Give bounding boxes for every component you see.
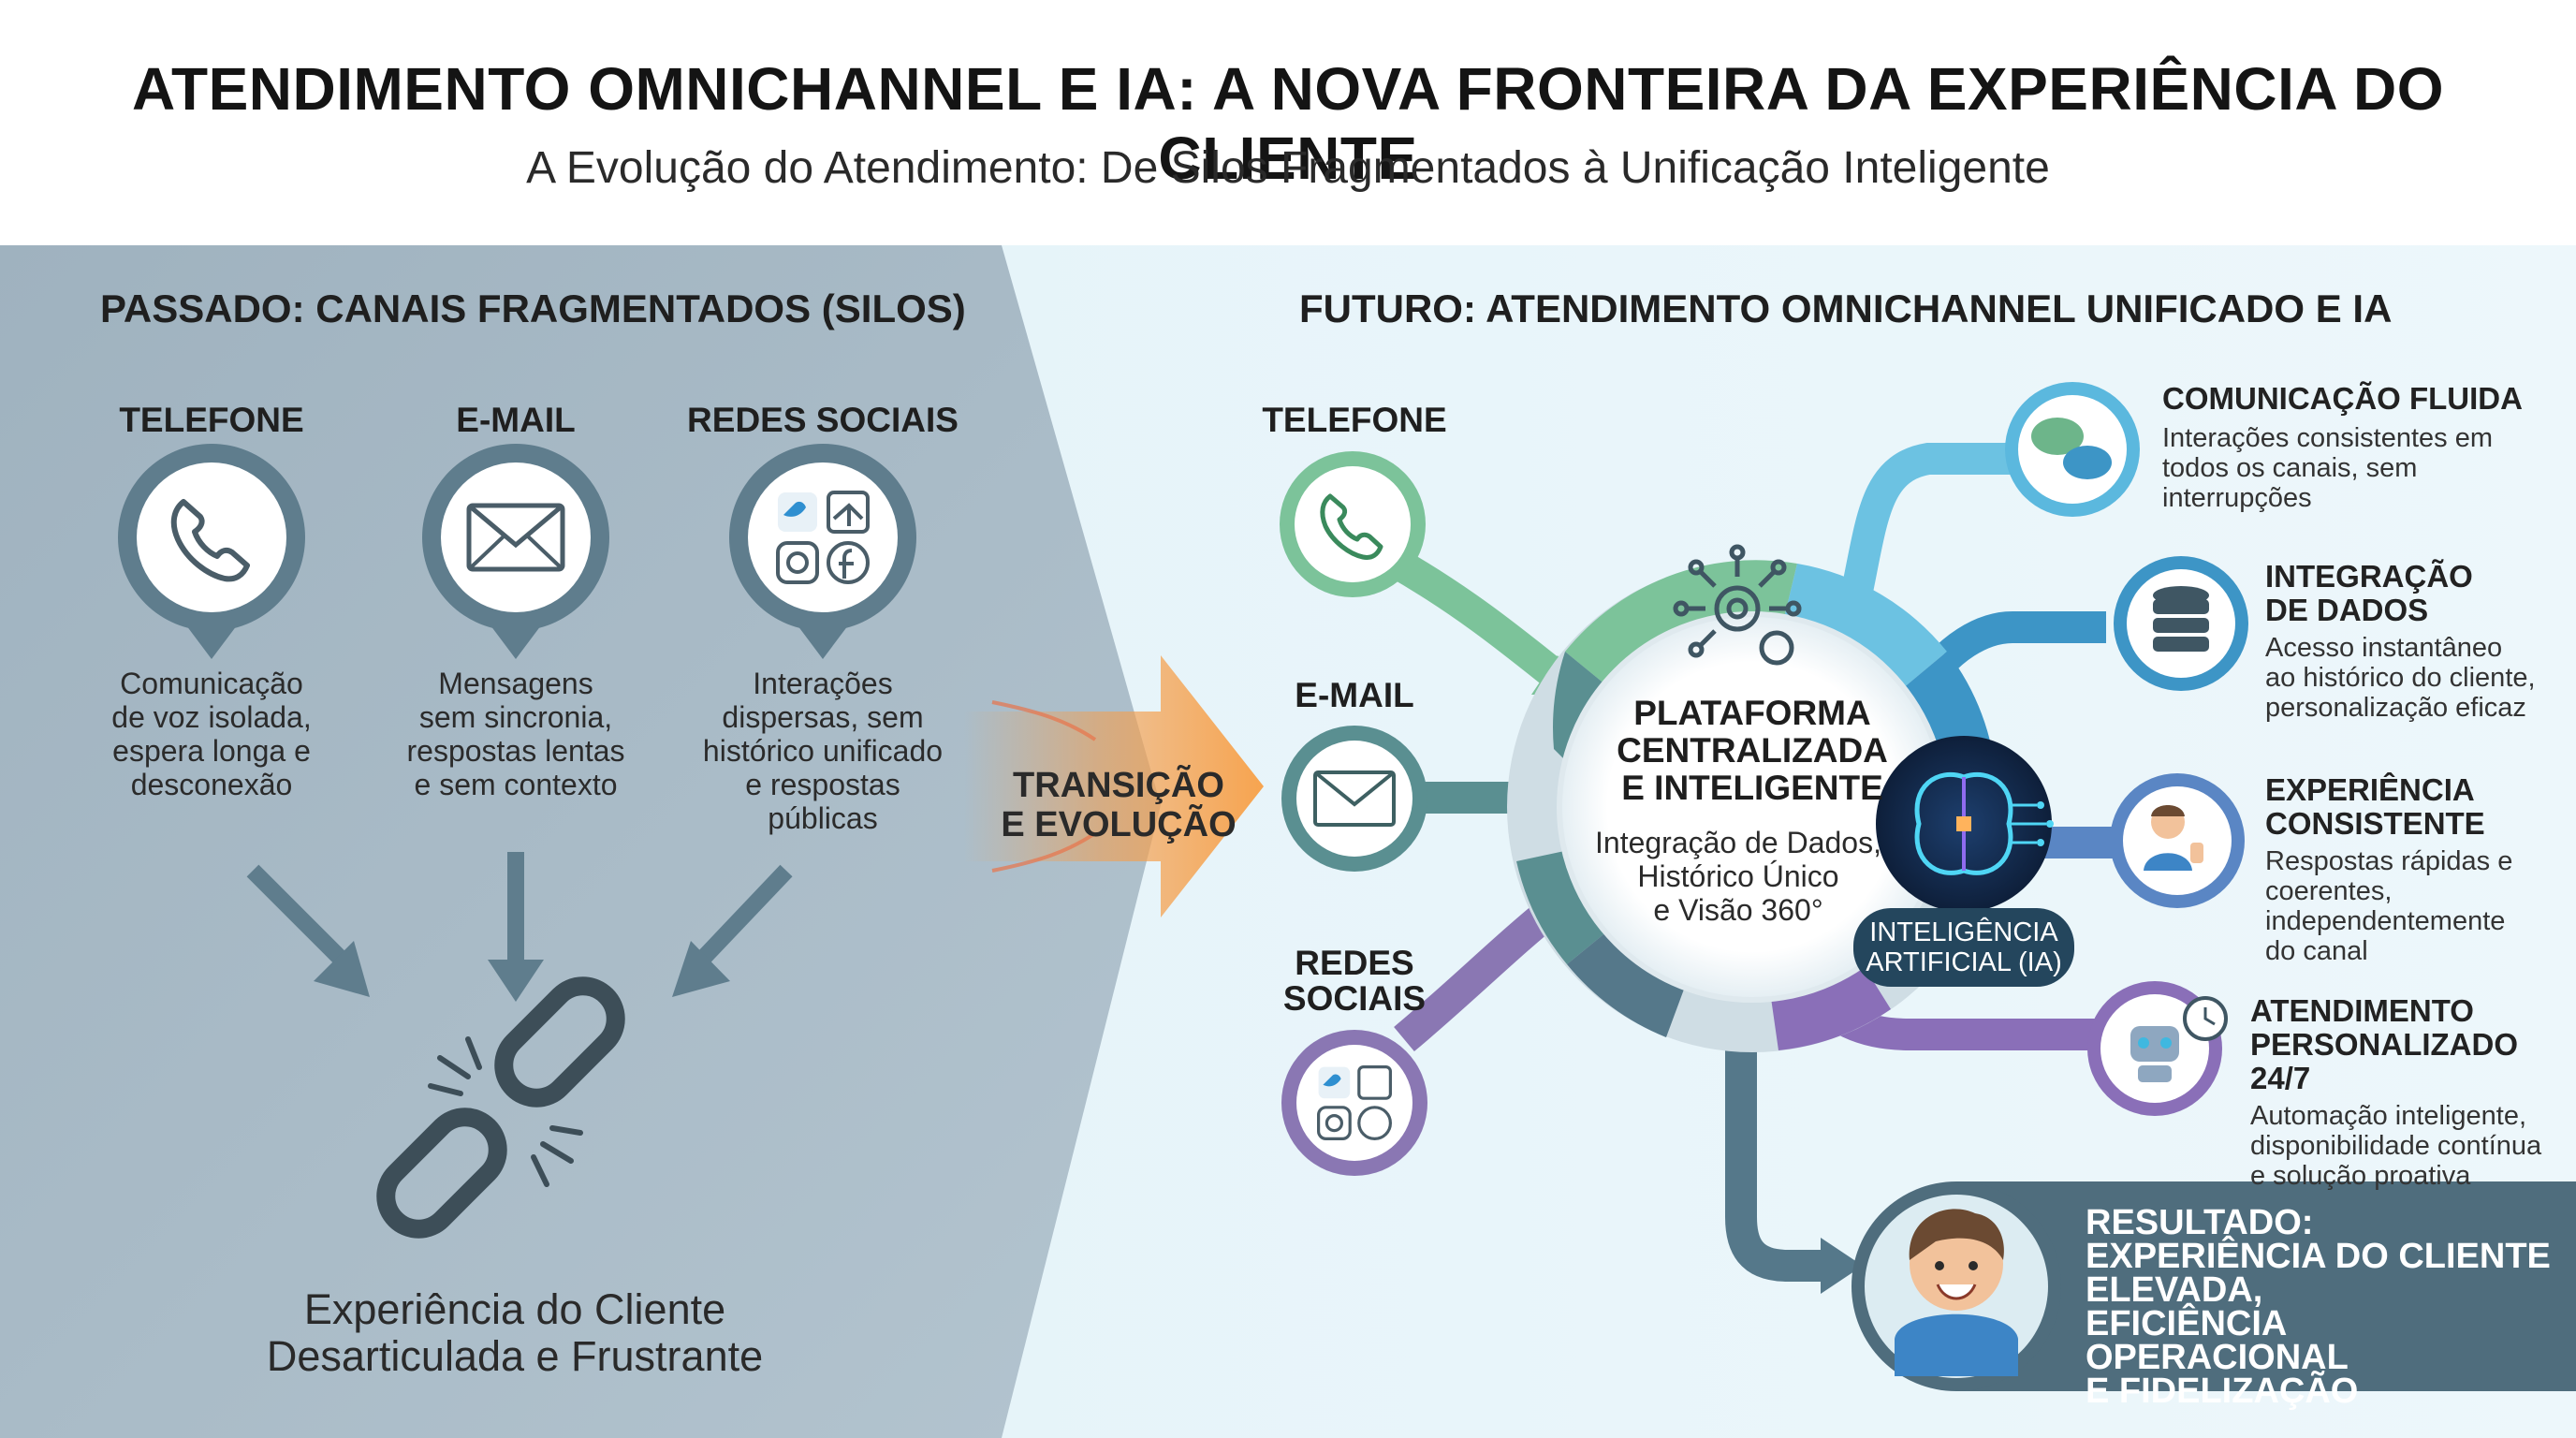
past-channel-label-phone: TELEFONE <box>119 401 304 439</box>
robot-clock-icon <box>2087 981 2228 1116</box>
phone-icon <box>170 499 250 582</box>
future-phone-circle <box>1280 451 1426 597</box>
thumbs-up-person-icon <box>2110 773 2245 908</box>
database-icon <box>2114 556 2248 691</box>
past-channel-label-social: REDES SOCIAIS <box>687 401 959 439</box>
benefit-communication: COMUNICAÇÃO FLUIDA Interações consistent… <box>2162 381 2523 514</box>
future-channel-label-email: E-MAIL <box>1295 676 1414 714</box>
page-title: ATENDIMENTO OMNICHANNEL E IA: A NOVA FRO… <box>132 55 2444 192</box>
social-media-icon <box>776 491 870 584</box>
future-channel-label-phone: TELEFONE <box>1262 401 1447 439</box>
future-graphics <box>1280 382 2576 1391</box>
future-social-circle <box>1281 1030 1427 1176</box>
past-social-pin <box>729 444 916 659</box>
past-phone-pin <box>118 444 305 659</box>
gear-network-icon <box>1673 544 1802 666</box>
envelope-icon <box>466 503 565 572</box>
page-subtitle: A Evolução do Atendimento: De Silos Frag… <box>526 143 2050 193</box>
chat-bubbles-icon <box>2005 382 2140 517</box>
past-arrows <box>246 852 793 1002</box>
future-email-circle <box>1281 726 1427 872</box>
past-channel-label-email: E-MAIL <box>456 401 576 439</box>
past-graphics <box>118 444 916 1239</box>
broken-chain-icon <box>376 976 625 1239</box>
past-heading: PASSADO: CANAIS FRAGMENTADOS (SILOS) <box>100 286 966 330</box>
transition-arrow <box>964 655 1264 917</box>
ai-brain-icon <box>1853 736 2074 987</box>
past-email-pin <box>422 444 609 659</box>
happy-customer-icon <box>1895 1209 2018 1376</box>
future-heading: FUTURO: ATENDIMENTO OMNICHANNEL UNIFICAD… <box>1299 286 2393 330</box>
